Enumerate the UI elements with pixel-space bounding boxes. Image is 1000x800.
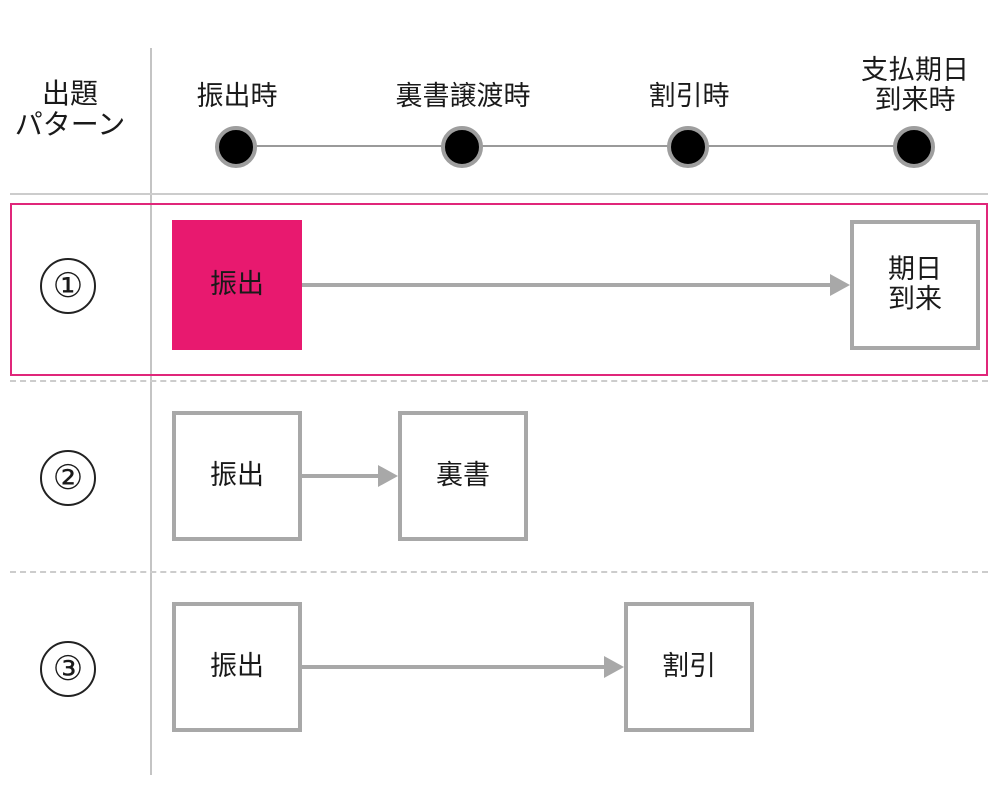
timeline-label-issue: 振出時 [196, 81, 278, 112]
timeline-label-maturity-line2: 到来時 [874, 85, 956, 116]
pattern-3-number: ③ [40, 641, 96, 697]
timeline-point-maturity [893, 126, 935, 168]
pattern-1-highlight [10, 203, 988, 376]
column-divider [150, 48, 152, 775]
header-divider [10, 193, 988, 195]
timeline-label-maturity: 支払期日 到来時 [815, 56, 1000, 116]
pattern-2-endorsement-label: 裏書 [436, 460, 490, 491]
row-divider-1 [10, 380, 988, 382]
timeline-label-endorsement: 裏書譲渡時 [395, 81, 531, 112]
pattern-2-number: ② [40, 450, 96, 506]
row-divider-2 [10, 571, 988, 573]
pattern-3-issue-label: 振出 [210, 651, 264, 682]
pattern-1-number: ① [40, 258, 96, 314]
pattern-1-issue-label: 振出 [210, 269, 264, 300]
timeline-label-maturity-line1: 支払期日 [861, 55, 969, 86]
pattern-3-discount-box: 割引 [624, 602, 754, 732]
pattern-column-header: 出題 パターン [0, 78, 140, 140]
pattern-3-arrow-head [604, 656, 624, 678]
pattern-1-maturity-line1: 期日 [888, 254, 942, 285]
timeline-line [238, 145, 916, 147]
pattern-2-arrow-shaft [302, 474, 380, 478]
pattern-1-arrow-head [830, 274, 850, 296]
timeline-point-issue [215, 126, 257, 168]
pattern-3-arrow-shaft [302, 665, 606, 669]
pattern-2-issue-box: 振出 [172, 411, 302, 541]
pattern-1-maturity-box: 期日 到来 [850, 220, 980, 350]
pattern-2-arrow-head [378, 465, 398, 487]
timeline-point-endorsement [441, 126, 483, 168]
pattern-3-discount-label: 割引 [662, 651, 716, 682]
pattern-3-issue-box: 振出 [172, 602, 302, 732]
pattern-1-arrow-shaft [302, 283, 832, 287]
pattern-2-issue-label: 振出 [210, 460, 264, 491]
pattern-header-line1: 出題 [41, 77, 98, 110]
pattern-header-line2: パターン [14, 108, 126, 141]
pattern-2-endorsement-box: 裏書 [398, 411, 528, 541]
pattern-1-maturity-line2: 到来 [888, 284, 942, 315]
pattern-1-issue-box: 振出 [172, 220, 302, 350]
timeline-label-discount: 割引時 [648, 81, 730, 112]
timeline-point-discount [667, 126, 709, 168]
